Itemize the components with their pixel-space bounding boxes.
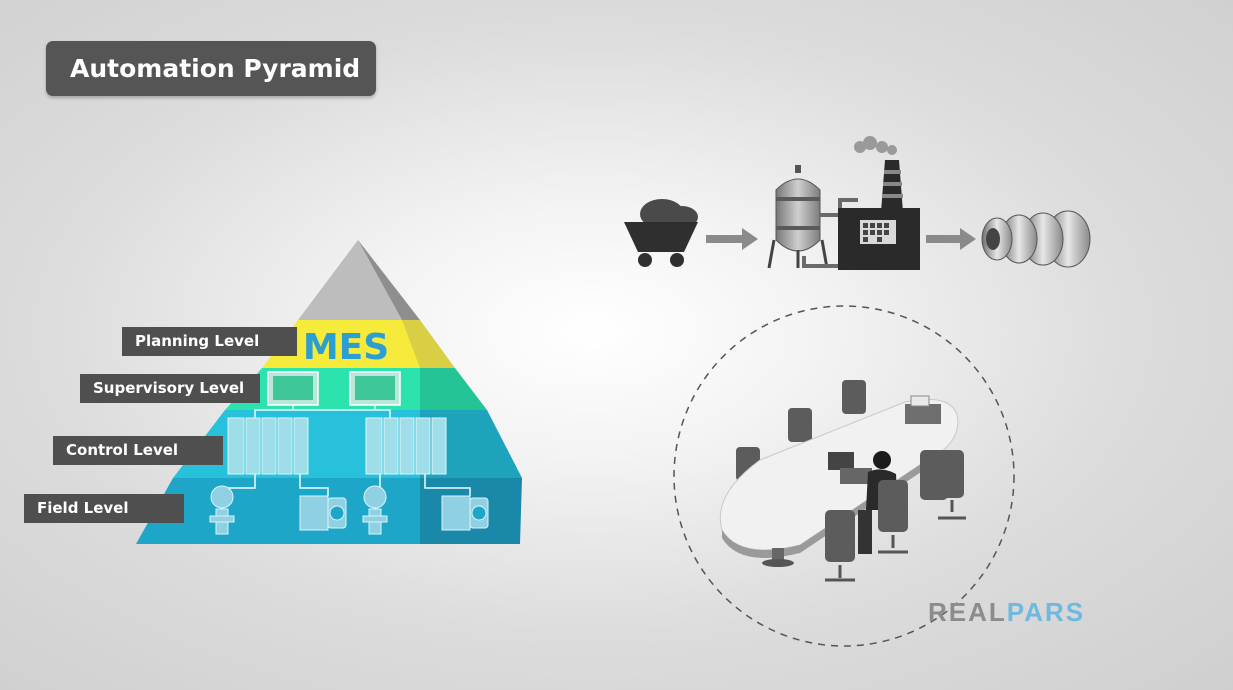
pyramid-planning-face bbox=[262, 320, 420, 368]
pyramid-apex bbox=[298, 240, 402, 320]
servo-motor-icon bbox=[441, 495, 489, 531]
level-tag-field: Field Level bbox=[24, 494, 184, 523]
arrow-icon bbox=[706, 228, 758, 250]
servo-motor-icon bbox=[299, 495, 347, 531]
plc-rack-icon bbox=[365, 417, 447, 475]
dashed-circle bbox=[673, 305, 1015, 647]
factory-icon bbox=[838, 136, 920, 270]
hmi-screen-icon bbox=[349, 371, 401, 406]
mes-label: MES bbox=[303, 327, 389, 368]
brand-logo-part1: REAL bbox=[928, 597, 1007, 627]
meeting-table-icon bbox=[719, 380, 966, 582]
level-tag-planning: Planning Level bbox=[122, 327, 297, 356]
level-tag-control: Control Level bbox=[53, 436, 223, 465]
hmi-screen-icon bbox=[267, 371, 319, 406]
brand-logo-part2: PARS bbox=[1006, 597, 1086, 627]
pyramid-planning-side bbox=[402, 320, 455, 368]
pyramid-supervisory-side bbox=[420, 368, 487, 410]
network-lines bbox=[221, 405, 471, 496]
pressure-transmitter-icon bbox=[209, 485, 235, 535]
mine-cart-icon bbox=[624, 199, 698, 267]
plc-rack-icon bbox=[227, 417, 309, 475]
pyramid-apex-side bbox=[358, 240, 420, 320]
page-title: Automation Pyramid bbox=[46, 41, 376, 96]
steel-coils-icon bbox=[981, 210, 1091, 268]
level-tag-supervisory: Supervisory Level bbox=[80, 374, 260, 403]
pyramid-field-face bbox=[136, 478, 420, 544]
pressure-transmitter-icon bbox=[362, 485, 388, 535]
brand-logo: REALPARS bbox=[928, 597, 1085, 628]
storage-tank-icon bbox=[767, 165, 858, 269]
arrow-icon bbox=[926, 228, 976, 250]
automation-pyramid: MES bbox=[136, 240, 522, 544]
